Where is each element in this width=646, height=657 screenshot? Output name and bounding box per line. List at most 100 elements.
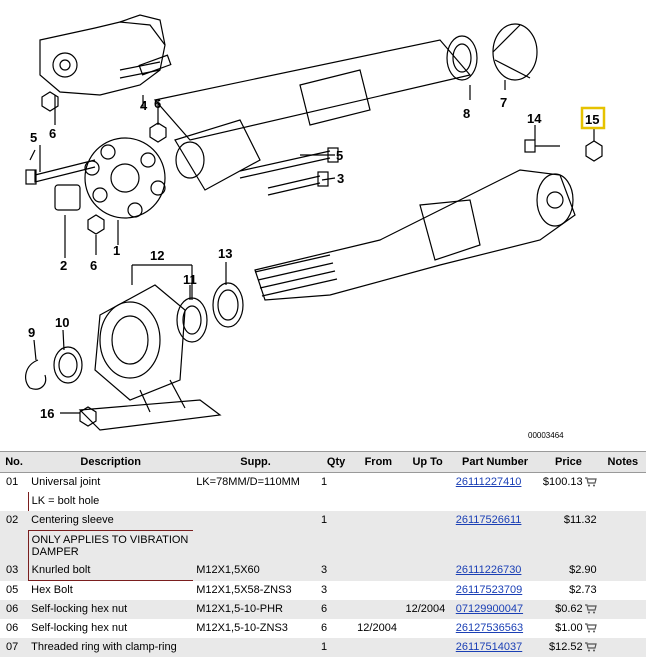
cell-notes	[599, 511, 646, 531]
cell-upto: 12/2004	[402, 600, 453, 619]
cell-no: 02	[0, 511, 29, 531]
price-value: $100.13	[542, 476, 583, 488]
cell-description: Self-locking hex nut	[28, 600, 194, 619]
cell-part-number: 26117514037	[452, 638, 538, 657]
cell-price: $11.32	[537, 511, 600, 531]
cell-supp: M12X1,5-10-ZNS3	[196, 622, 288, 634]
cell-description: Hex Bolt	[31, 584, 73, 596]
header-from: From	[354, 451, 403, 473]
price-value: $2.73	[569, 583, 597, 596]
cell-upto	[402, 638, 453, 657]
parts-table: No. Description Supp. Qty From Up To Par…	[0, 451, 646, 657]
cell-from	[354, 473, 402, 493]
cell-part-number: 26111226730	[452, 561, 538, 581]
header-supp: Supp.	[193, 451, 318, 473]
cell-supp: M12X1,5X58-ZNS3	[196, 583, 292, 596]
cell-price: $1.00	[537, 619, 599, 638]
header-description: Description	[28, 451, 194, 473]
cell-upto	[402, 561, 453, 581]
cell-description-note: LK = bolt hole	[27, 492, 194, 511]
price-value: $12.52	[549, 641, 583, 653]
cell-from: 12/2004	[357, 622, 397, 634]
cell-qty: 6	[320, 622, 328, 634]
cell-no: 06	[0, 600, 29, 619]
callout-8: 8	[463, 106, 470, 121]
header-part-number: Part Number	[452, 451, 538, 473]
callout-6a: 6	[154, 96, 161, 111]
cell-qty: 1	[317, 638, 355, 657]
cell-notes	[599, 561, 646, 581]
cell-notes	[600, 473, 646, 493]
table-row: 01 Universal joint LK=78MM/D=110MM 1 261…	[0, 473, 646, 493]
callout-6b: 6	[49, 126, 56, 141]
callout-15: 15	[585, 112, 599, 127]
cell-qty: 6	[317, 600, 355, 619]
table-row: ONLY APPLIES TO VIBRATION DAMPER	[0, 530, 646, 561]
cell-from	[354, 600, 403, 619]
cell-notes	[599, 600, 646, 619]
parts-table-container: No. Description Supp. Qty From Up To Par…	[0, 451, 646, 657]
callout-13: 13	[218, 246, 232, 261]
table-row: 05 Hex Bolt M12X1,5X58-ZNS3 3 2611752370…	[0, 581, 646, 601]
cell-price: $12.52	[537, 638, 600, 657]
table-header-row: No. Description Supp. Qty From Up To Par…	[0, 451, 646, 473]
part-number-link[interactable]: 26111226730	[455, 564, 522, 576]
cell-from	[354, 561, 403, 581]
callout-10: 10	[55, 315, 69, 330]
callout-6c: 6	[90, 258, 97, 273]
cell-qty: 3	[317, 561, 355, 581]
table-row: 06 Self-locking hex nut M12X1,5-10-PHR 6…	[0, 600, 646, 619]
callout-1: 1	[113, 243, 120, 258]
part-number-link[interactable]: 26127536563	[455, 622, 524, 634]
callout-3: 3	[337, 171, 344, 186]
part-number-link[interactable]: 26117514037	[455, 641, 523, 653]
cell-description: Knurled bolt	[27, 561, 194, 581]
cart-icon[interactable]	[584, 623, 597, 633]
callout-12: 12	[150, 248, 164, 263]
callout-9: 9	[28, 325, 35, 340]
cell-qty: 1	[320, 476, 328, 488]
cell-from	[354, 638, 403, 657]
cell-price: $0.62	[537, 600, 600, 619]
part-number-link[interactable]: 26117526611	[455, 514, 522, 526]
cell-supp	[193, 511, 318, 531]
cell-supp: M12X1,5X60	[193, 561, 318, 581]
cell-from	[354, 511, 403, 531]
cart-icon[interactable]	[584, 604, 597, 614]
cell-upto	[402, 619, 452, 638]
cell-notes	[600, 581, 646, 601]
cell-price: $2.90	[537, 561, 600, 581]
cell-price: $100.13	[537, 473, 599, 493]
table-row: 06 Self-locking hex nut M12X1,5-10-ZNS3 …	[0, 619, 646, 638]
cell-empty	[193, 530, 646, 561]
callout-4: 4	[140, 98, 148, 113]
cell-part-number: 07129900047	[452, 600, 538, 619]
callout-5a: 5	[30, 130, 37, 145]
cell-price: $2.73	[537, 581, 599, 601]
cell-part-number: 26117523709	[453, 581, 538, 601]
cell-description: Centering sleeve	[28, 511, 194, 531]
table-row: LK = bolt hole	[0, 492, 646, 511]
cell-description: Threaded ring with clamp-ring	[28, 638, 194, 657]
cell-upto	[402, 581, 452, 601]
callout-5b: 5	[336, 148, 343, 163]
table-row: 03 Knurled bolt M12X1,5X60 3 26111226730…	[0, 561, 646, 581]
part-number-link[interactable]: 26111227410	[455, 476, 522, 488]
price-value: $0.62	[555, 603, 583, 615]
price-value: $2.90	[569, 564, 597, 576]
header-upto: Up To	[402, 451, 453, 473]
cell-part-number: 26117526611	[452, 511, 538, 531]
part-number-link[interactable]: 07129900047	[455, 603, 524, 615]
cell-no	[0, 492, 28, 511]
part-number-link[interactable]: 26117523709	[455, 583, 523, 596]
callout-2: 2	[60, 258, 67, 273]
table-row: 07 Threaded ring with clamp-ring 1 26117…	[0, 638, 646, 657]
cell-empty	[193, 492, 646, 511]
cell-supp: M12X1,5-10-PHR	[193, 600, 318, 619]
cell-no: 01	[6, 476, 19, 488]
cell-supp	[193, 638, 318, 657]
cell-no: 06	[6, 622, 19, 634]
cell-notes	[600, 619, 646, 638]
cart-icon[interactable]	[584, 477, 597, 487]
header-no: No.	[0, 451, 29, 473]
